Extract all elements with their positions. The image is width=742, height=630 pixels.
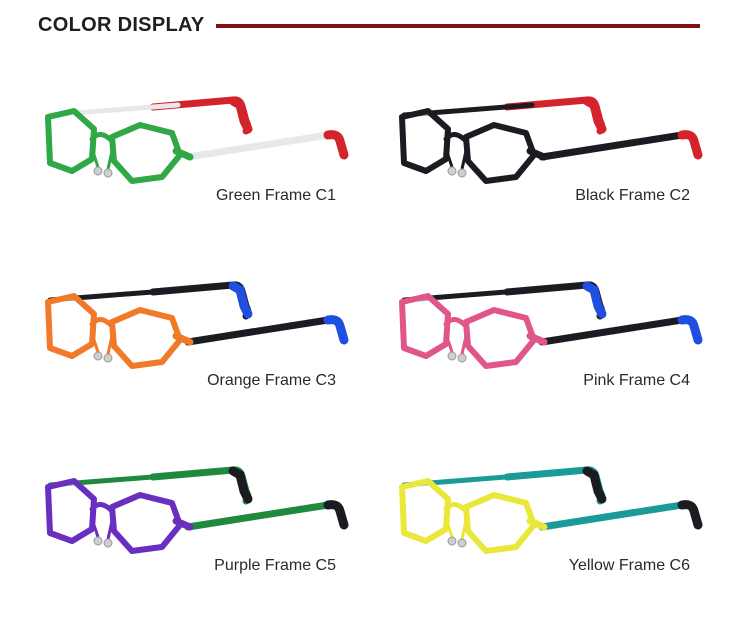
- product-card[interactable]: Pink Frame C4: [382, 270, 712, 445]
- product-card[interactable]: Green Frame C1: [28, 85, 358, 260]
- title-accent-rule: [216, 24, 700, 28]
- eyeglasses-image: [45, 96, 349, 184]
- product-caption: Pink Frame C4: [583, 372, 690, 389]
- product-card[interactable]: Yellow Frame C6: [382, 455, 712, 630]
- product-card[interactable]: Black Frame C2: [382, 85, 712, 260]
- eyeglasses-image: [399, 466, 703, 554]
- product-card[interactable]: Orange Frame C3: [28, 270, 358, 445]
- eyeglasses-image: [399, 96, 703, 184]
- section-title: COLOR DISPLAY: [38, 14, 205, 36]
- product-caption: Black Frame C2: [575, 187, 690, 204]
- product-caption: Purple Frame C5: [214, 557, 336, 574]
- product-caption: Green Frame C1: [215, 187, 336, 204]
- eyeglasses-image: [45, 281, 349, 369]
- product-card[interactable]: Purple Frame C5: [28, 455, 358, 630]
- eyeglasses-image: [399, 281, 703, 369]
- section-header: COLOR DISPLAY: [38, 12, 704, 40]
- eyeglasses-image: [45, 466, 349, 554]
- product-caption: Orange Frame C3: [207, 372, 336, 389]
- product-caption: Yellow Frame C6: [568, 557, 690, 574]
